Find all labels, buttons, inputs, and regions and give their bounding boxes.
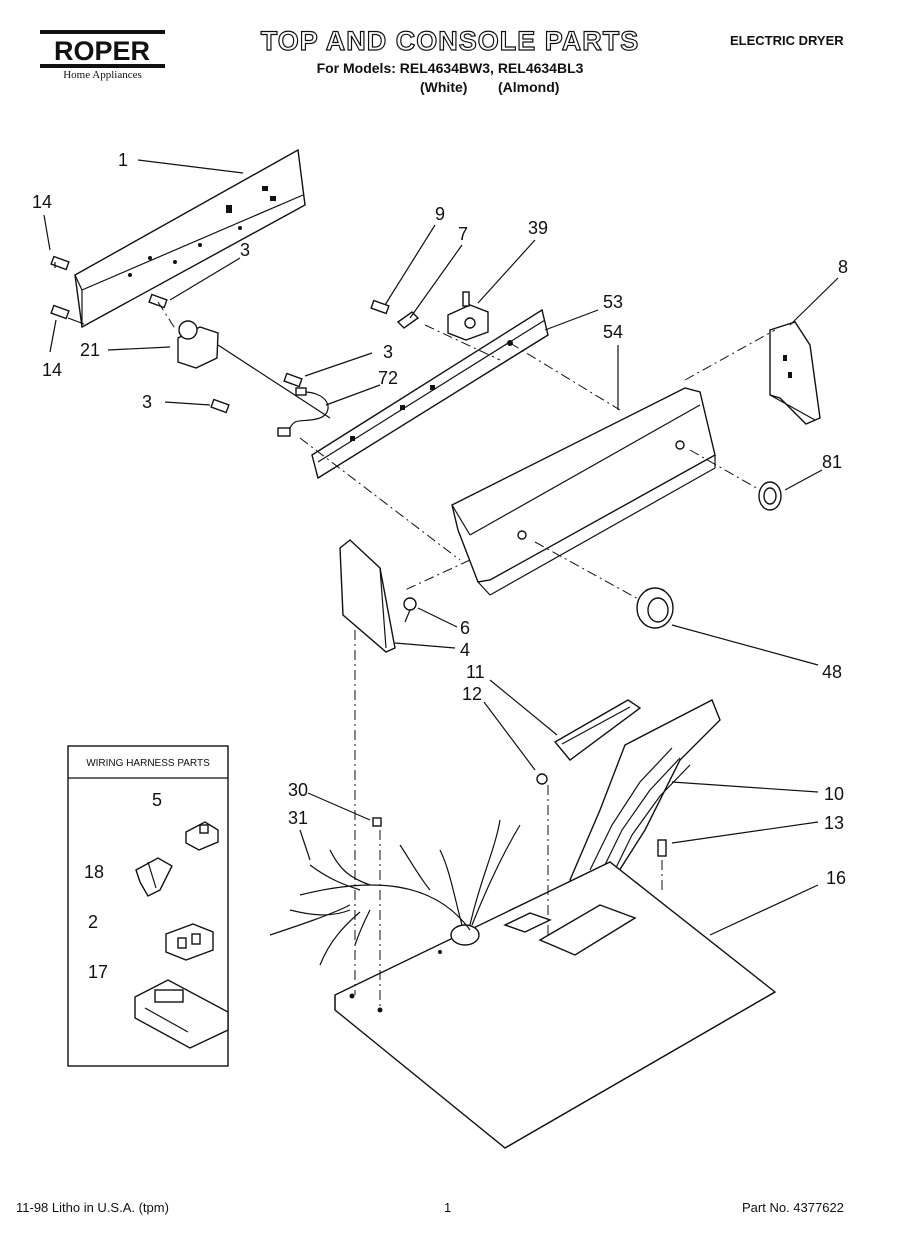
callout-17: 17: [88, 962, 108, 982]
part-10-lint-duct: [569, 699, 721, 896]
callout-3-middle: 3: [383, 342, 393, 362]
part-8-end-cap: [769, 321, 821, 425]
callout-53: 53: [603, 292, 623, 312]
roper-logo: ROPER: [40, 30, 165, 68]
part-11-lint-screen: [553, 699, 642, 761]
part-4-side-panel: [339, 539, 396, 653]
part-14-screw-lower: [50, 304, 85, 325]
callout-14-lower: 14: [42, 360, 62, 380]
part-54-console: [451, 387, 716, 596]
callout-18: 18: [84, 862, 104, 882]
part-81-knob: [758, 481, 782, 511]
brand-subtitle: Home Appliances: [63, 69, 142, 81]
callout-2: 2: [88, 912, 98, 932]
footer-page-number: 1: [444, 1200, 452, 1215]
part-3-screw-a: [148, 293, 168, 309]
footer-litho: 11-98 Litho in U.S.A. (tpm): [16, 1200, 169, 1215]
part-3-screw-b: [283, 372, 303, 388]
part-18-clip: [135, 857, 173, 897]
brand-name: ROPER: [54, 36, 150, 66]
callout-13: 13: [824, 813, 844, 833]
part-72-wire: [277, 387, 329, 437]
part-21-timer: [177, 320, 331, 419]
part-6-screw: [403, 597, 417, 623]
part-13-screw: [657, 839, 667, 857]
callout-6: 6: [460, 618, 470, 638]
color-almond: (Almond): [498, 79, 560, 95]
callout-5: 5: [152, 790, 162, 810]
part-31-wire-harness: [269, 819, 521, 966]
callout-3-upper: 3: [240, 240, 250, 260]
callout-54: 54: [603, 322, 623, 342]
callout-31: 31: [288, 808, 308, 828]
leader-lines: [43, 159, 839, 996]
callout-7: 7: [458, 224, 468, 244]
callout-9: 9: [435, 204, 445, 224]
callout-16: 16: [826, 868, 846, 888]
callout-1: 1: [118, 150, 128, 170]
part-9-screw: [370, 299, 390, 315]
color-white: (White): [420, 79, 468, 95]
inset-title: WIRING HARNESS PARTS: [86, 758, 210, 769]
part-39-switch: [447, 291, 489, 341]
part-17-terminal-block: [134, 979, 229, 1049]
wiring-harness-inset: WIRING HARNESS PARTS 5 18 2 17: [67, 745, 229, 1067]
page-title: TOP AND CONSOLE PARTS: [260, 25, 640, 56]
callout-72: 72: [378, 368, 398, 388]
assembly-lines: [157, 301, 776, 1010]
callout-3-lower: 3: [142, 392, 152, 412]
part-16-top-panel: [334, 861, 777, 1149]
callout-14-upper: 14: [32, 192, 52, 212]
callout-4: 4: [460, 640, 470, 660]
callout-48: 48: [822, 662, 842, 682]
callout-30: 30: [288, 780, 308, 800]
callout-21: 21: [80, 340, 100, 360]
callout-12: 12: [462, 684, 482, 704]
part-30-clip: [372, 817, 382, 827]
product-type: ELECTRIC DRYER: [730, 33, 844, 48]
part-2-terminal-block: [165, 923, 214, 961]
part-7-clip: [396, 311, 420, 329]
callout-labels: 1 14 3 14 21 9 7 39 8 53 54 3 72 3 81 6 …: [32, 150, 848, 888]
part-12-clip: [536, 773, 548, 785]
footer-part-number: Part No. 4377622: [742, 1200, 844, 1215]
callout-81: 81: [822, 452, 842, 472]
part-53-console-bracket: [311, 308, 549, 480]
part-5-connector: [185, 821, 219, 851]
callout-39: 39: [528, 218, 548, 238]
callout-8: 8: [838, 257, 848, 277]
brand-logo-block: ROPER Home Appliances: [40, 30, 165, 81]
part-48-knob: [636, 587, 674, 629]
models-line: For Models: REL4634BW3, REL4634BL3: [316, 60, 584, 76]
callout-11: 11: [466, 662, 485, 682]
callout-10: 10: [824, 784, 844, 804]
part-1-control-panel: [74, 148, 306, 329]
part-14-screw-upper: [50, 255, 70, 271]
part-3-screw-c: [210, 398, 230, 414]
